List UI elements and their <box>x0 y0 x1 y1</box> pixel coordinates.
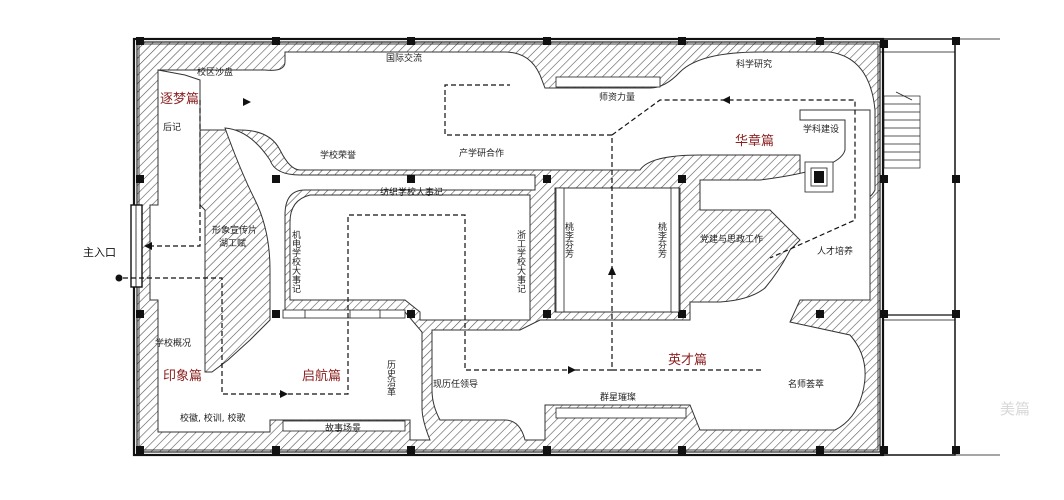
staircase <box>883 91 921 169</box>
zone-party: 党建与思政工作 <box>700 235 764 245</box>
section-huazhang: 华章篇 <box>735 134 775 149</box>
zone-textile-events: 纺织学校大事记 <box>380 188 444 198</box>
zone-story: 故事场景 <box>325 424 362 434</box>
section-zhumeng: 逐梦篇 <box>160 92 200 107</box>
zone-intl: 国际交流 <box>386 54 423 64</box>
entrance-door <box>115 204 143 288</box>
zone-industry: 产学研合作 <box>459 149 505 159</box>
watermark: 美篇 <box>1000 400 1031 418</box>
zone-sandbox: 校区沙盘 <box>197 68 234 78</box>
zone-taoli-left: 桃李芬芳 <box>563 222 573 258</box>
display-cases <box>282 76 834 432</box>
zone-discipline: 学科建设 <box>803 125 840 135</box>
zone-promo-film: 形象宣传片 <box>212 226 258 236</box>
section-qihang: 启航篇 <box>302 369 342 384</box>
zone-talent: 人才培养 <box>817 247 854 257</box>
zone-epilogue: 后记 <box>163 123 182 133</box>
central-artifact <box>814 171 824 183</box>
route-arrows <box>144 96 730 398</box>
section-yingcai: 英才篇 <box>668 353 708 368</box>
main-entrance-label: 主入口 <box>83 246 116 259</box>
section-yinxiang: 印象篇 <box>163 369 203 384</box>
zone-emblem: 校徽, 校训, 校歌 <box>180 414 246 424</box>
zone-taoli-right: 桃李芬芳 <box>656 222 666 258</box>
zone-stars: 群星璀璨 <box>600 393 637 403</box>
zone-leaders: 现历任领导 <box>433 380 479 390</box>
zone-zhegong-fu: 湖工赋 <box>219 239 247 249</box>
zone-teachers: 名师荟萃 <box>788 380 825 390</box>
zone-jidian-events: 机电学校大事记 <box>290 230 300 293</box>
structural-columns <box>136 37 960 454</box>
zone-honors: 学校荣誉 <box>320 151 357 161</box>
corridors <box>149 51 876 441</box>
zone-zhegong-events: 浙工学校大事记 <box>515 230 525 293</box>
tour-route <box>123 84 856 395</box>
zone-overview: 学校概况 <box>155 339 192 349</box>
zone-research: 科学研究 <box>736 60 773 70</box>
zone-faculty: 师资力量 <box>599 93 636 103</box>
zone-history-review: 历史沿革 <box>385 360 395 396</box>
